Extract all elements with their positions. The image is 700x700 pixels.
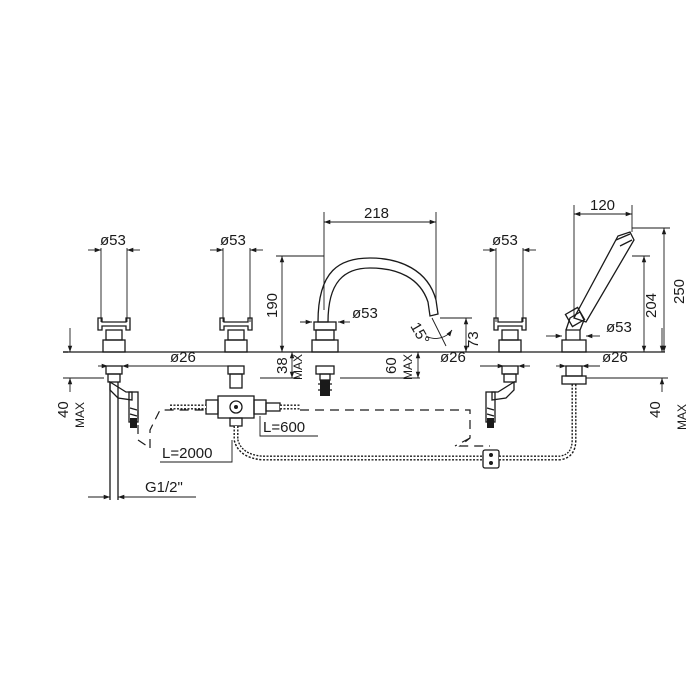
under-deck-piping	[137, 409, 490, 449]
label-right-40-max: MAX	[675, 404, 689, 430]
label-deck-38: 38	[274, 357, 291, 374]
label-spout-angle: 15°	[407, 320, 433, 348]
label-dia-handle-1: ø53	[100, 232, 126, 249]
label-thread: G1/2"	[145, 479, 183, 496]
label-right-40: 40	[647, 401, 664, 418]
label-shower-height-204: 204	[643, 293, 660, 318]
label-hose-2000: L=2000	[162, 445, 212, 462]
label-shower-width: 120	[590, 197, 615, 214]
label-dia-handle-2: ø53	[220, 232, 246, 249]
label-deck-60: 60	[383, 357, 400, 374]
label-spout-reach: 218	[364, 205, 389, 222]
label-spout-outlet-height: 73	[465, 331, 482, 348]
label-left-40: 40	[55, 401, 72, 418]
extension-lines	[100, 205, 670, 379]
label-deck-38-max: MAX	[291, 354, 305, 380]
shower-hose	[233, 384, 577, 469]
hand-shower	[561, 231, 635, 385]
label-dia-shower-holder: ø53	[606, 319, 632, 336]
right-handle-valve	[485, 317, 527, 428]
label-dia-handle-3: ø53	[492, 232, 518, 249]
label-dia-hole-right: ø26	[440, 349, 466, 366]
label-dia-spout: ø53	[352, 305, 378, 322]
dimension-lines	[63, 211, 668, 500]
label-dia-hole-shower: ø26	[602, 349, 628, 366]
label-hose-600: L=600	[263, 419, 305, 436]
label-dia-hole-left: ø26	[170, 349, 196, 366]
center-left-handle-valve	[205, 317, 281, 427]
spout	[311, 257, 439, 396]
label-deck-60-max: MAX	[401, 354, 415, 380]
label-shower-height-250: 250	[671, 279, 688, 304]
label-spout-height: 190	[264, 293, 281, 318]
dimension-labels: ø53 ø53 ø53 218 120 190 204 250 ø53 15° …	[55, 197, 689, 496]
left-handle-valve	[97, 317, 139, 500]
label-left-40-max: MAX	[73, 402, 87, 428]
